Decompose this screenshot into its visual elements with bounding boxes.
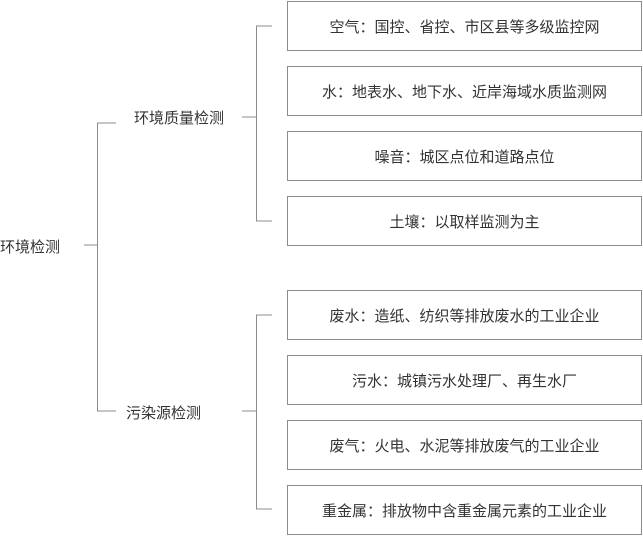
leaf-label: 水：地表水、地下水、近岸海域水质监测网 xyxy=(321,82,607,101)
leaf-label: 噪音：城区点位和道路点位 xyxy=(374,147,555,166)
leaf-node-heavy-metal: 重金属：排放物中含重金属元素的工业企业 xyxy=(287,485,642,535)
leaf-node-water: 水：地表水、地下水、近岸海域水质监测网 xyxy=(287,66,642,116)
leaf-label: 废水：造纸、纺织等排放废水的工业企业 xyxy=(329,306,600,325)
leaf-node-soil: 土壤：以取样监测为主 xyxy=(287,196,642,246)
leaf-node-noise: 噪音：城区点位和道路点位 xyxy=(287,131,642,181)
leaf-label: 空气：国控、省控、市区县等多级监控网 xyxy=(329,17,600,36)
leaf-label: 土壤：以取样监测为主 xyxy=(389,212,540,231)
leaf-node-wastewater: 废水：造纸、纺织等排放废水的工业企业 xyxy=(287,290,642,340)
leaf-label: 重金属：排放物中含重金属元素的工业企业 xyxy=(321,501,607,520)
leaf-node-sewage: 污水：城镇污水处理厂、再生水厂 xyxy=(287,355,642,405)
branch-node-pollution-source: 污染源检测 xyxy=(126,403,202,423)
branch-node-environment-quality: 环境质量检测 xyxy=(134,108,225,128)
leaf-label: 污水：城镇污水处理厂、再生水厂 xyxy=(351,371,577,390)
leaf-node-exhaust-gas: 废气：火电、水泥等排放废气的工业企业 xyxy=(287,420,642,470)
root-node: 环境检测 xyxy=(0,237,61,257)
leaf-node-air: 空气：国控、省控、市区县等多级监控网 xyxy=(287,1,642,51)
leaf-label: 废气：火电、水泥等排放废气的工业企业 xyxy=(329,436,600,455)
